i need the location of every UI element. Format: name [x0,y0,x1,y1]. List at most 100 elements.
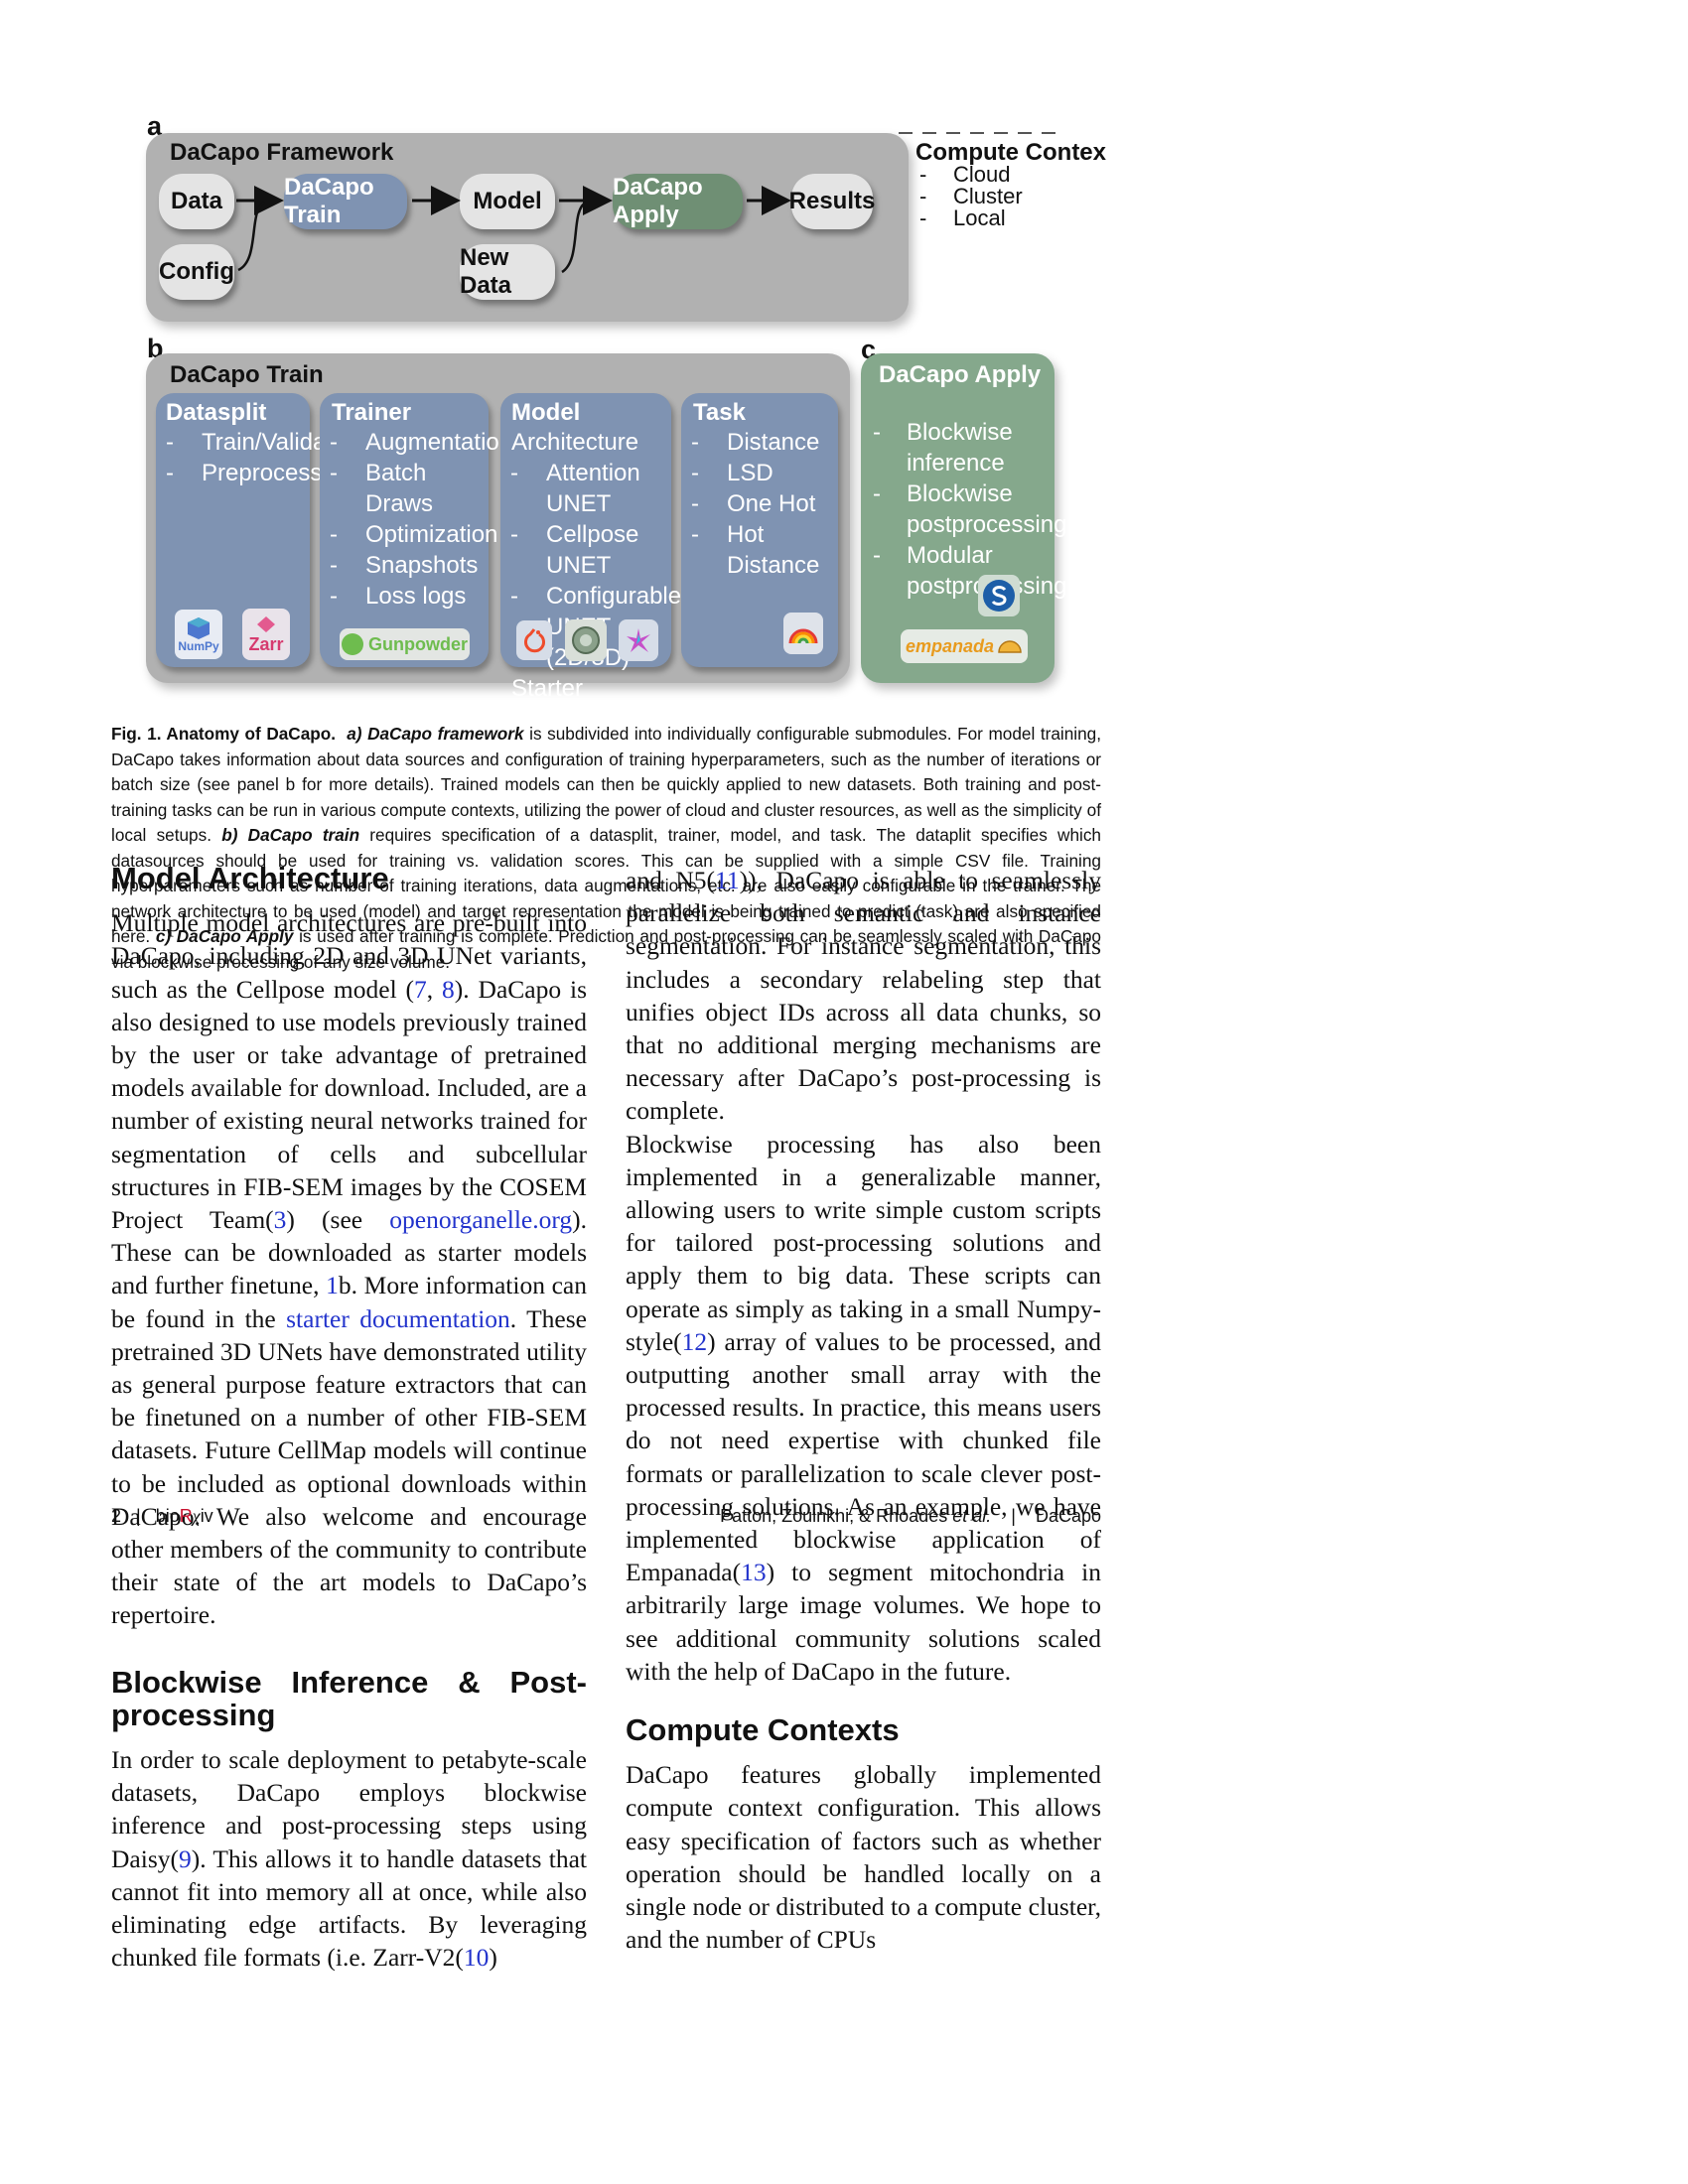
arrow-config-train [237,201,265,272]
caption-a-text: is subdivided into individually configur… [111,724,1101,845]
arrow-newdata-apply [561,201,587,274]
model-architecture-label: Architecture [511,429,639,456]
paragraph-blockwise-inference: In order to scale deployment to petabyte… [111,1745,587,1973]
compute-item: Cloud [953,162,1011,187]
empanada-logo: empanada [901,629,1028,663]
neuron-icon [627,628,650,652]
trainer-item: Augmentation [320,427,512,458]
heading-model-architecture: Model Architecture [111,861,389,895]
trainer-item: Optimization [320,519,497,550]
compute-item: Local [953,205,1006,230]
paragraph-blockwise-processing: Blockwise processing has also been imple… [626,1129,1101,1686]
datasplit-item: Train/Validate [156,427,346,458]
left-column: Model Architecture Multiple model archit… [111,862,587,1975]
pytorch-logo [516,620,552,660]
datasplit-item: Preprocessing [156,458,353,488]
model-architecture-item: Cellpose UNET [500,519,671,581]
caption-c-text: is used after training is complete. Pred… [111,926,1101,972]
figure-ref-1b[interactable]: 1 [326,1271,339,1300]
trainer-title: Trainer [332,399,412,426]
trainer-item: Loss logs [320,581,489,612]
panel-a-title: DaCapo Framework [170,139,394,166]
node-model: Model [460,174,555,229]
task-title: Task [693,399,746,426]
model-starter-label: Starter [511,675,584,702]
citation-10[interactable]: 10 [463,1943,490,1973]
pytorch-flame-icon [524,628,545,653]
paragraph-model-architecture: Multiple model architectures are pre-bui… [111,908,588,1630]
gunpowder-logo-text: Gunpowder [368,633,468,654]
footer-right: Patton, Zouinkhi, & Rhoades et al. | DaC… [720,1506,1101,1527]
link-openorganelle[interactable]: openorganelle.org [389,1205,573,1235]
datasplit-title: Datasplit [166,399,267,426]
right-column: and N5(11)), DaCapo is able to seamlessl… [626,864,1101,1957]
flow-arrows [236,132,1057,274]
task-item: Hot Distance [681,519,838,581]
zarr-icon [257,615,275,632]
caption-c-label: c) DaCapo Apply [155,926,294,946]
numpy-logo-text: NumPy [178,639,219,653]
panel-c-title: DaCapo Apply [879,361,1042,388]
zarr-logo: Zarr [242,609,290,660]
cell-icon [572,626,600,654]
scikit-image-logo [978,575,1020,616]
cellpose-logo [565,619,607,661]
citation-7[interactable]: 7 [414,974,427,1004]
rainbow-logo [783,613,823,654]
node-dacapo-apply: DaCapo Apply [613,174,743,229]
citation-13[interactable]: 13 [741,1558,767,1587]
citation-3[interactable]: 3 [273,1205,287,1235]
paragraph-compute-contexts: DaCapo features globally implemented com… [626,1760,1101,1955]
cosem-logo [619,619,658,661]
caption-a-label: a) DaCapo framework [347,724,524,744]
gunpowder-logo: Gunpowder [340,628,470,660]
apply-item: Blockwise inference [861,417,1040,478]
node-dacapo-train: DaCapo Train [284,174,407,229]
model-title: Model [511,399,581,426]
task-box: Task Distance LSD One Hot Hot Distance [681,393,838,667]
panel-b-title: DaCapo Train [170,361,324,388]
task-item: LSD [681,458,838,488]
gunpowder-icon [342,633,363,655]
footer-short-title: DaCapo [1035,1506,1101,1526]
heading-blockwise-inference: Blockwise Inference & Post-processing [111,1664,587,1732]
model-architecture-item: Attention UNET [500,458,671,519]
caption-b-text: requires specification of a datasplit, t… [111,825,1101,946]
biorxiv-logo: bioRχiv [155,1506,213,1526]
numpy-cube-icon [188,617,210,639]
caption-b-label: b) DaCapo train [221,825,360,845]
footer-et-al: et al. [952,1506,992,1526]
task-item: Distance [681,427,838,458]
rainbow-icon [788,628,818,644]
caption-label: Fig. 1. Anatomy of DaCapo. [111,724,337,744]
paragraph-parallelize: and N5(11)), DaCapo is able to seamlessl… [626,866,1101,1126]
zarr-logo-text: Zarr [248,633,284,654]
link-starter-documentation[interactable]: starter documentation [286,1303,510,1333]
heading-compute-contexts: Compute Contexts [626,1712,900,1748]
citation-9[interactable]: 9 [178,1843,192,1873]
citation-12[interactable]: 12 [681,1326,708,1356]
footer-authors: Patton, Zouinkhi, & Rhoades [720,1506,953,1526]
page-number: 2 [111,1506,122,1526]
node-data: Data [159,174,234,229]
node-results: Results [789,174,875,229]
citation-8[interactable]: 8 [442,974,455,1004]
compute-context-title: Compute Contex [915,139,1106,166]
empanada-pastry-icon [998,640,1022,653]
numpy-logo: NumPy [175,610,222,659]
figure-caption: Fig. 1. Anatomy of DaCapo. a) DaCapo fra… [111,722,1101,975]
scikit-s-icon [983,580,1015,612]
panel-a-letter: a [147,111,163,141]
node-config: Config [159,244,234,300]
model-starter-item: DaCapo Pre-trained [500,704,635,796]
trainer-item: Batch Draws [320,458,489,519]
trainer-box: Trainer Augmentation Batch Draws Optimiz… [320,393,512,667]
citation-11[interactable]: 11 [715,866,740,894]
task-item: One Hot [681,488,838,519]
empanada-logo-text: empanada [905,635,995,656]
node-new-data: New Data [460,244,555,300]
apply-item: Blockwise postprocessing [861,478,1066,540]
model-starter-item: COSEM [500,796,671,827]
compute-context-list: -Cloud -Cluster -Local [919,162,1023,230]
footer-left: 2 | bioRχiv [111,1506,213,1527]
